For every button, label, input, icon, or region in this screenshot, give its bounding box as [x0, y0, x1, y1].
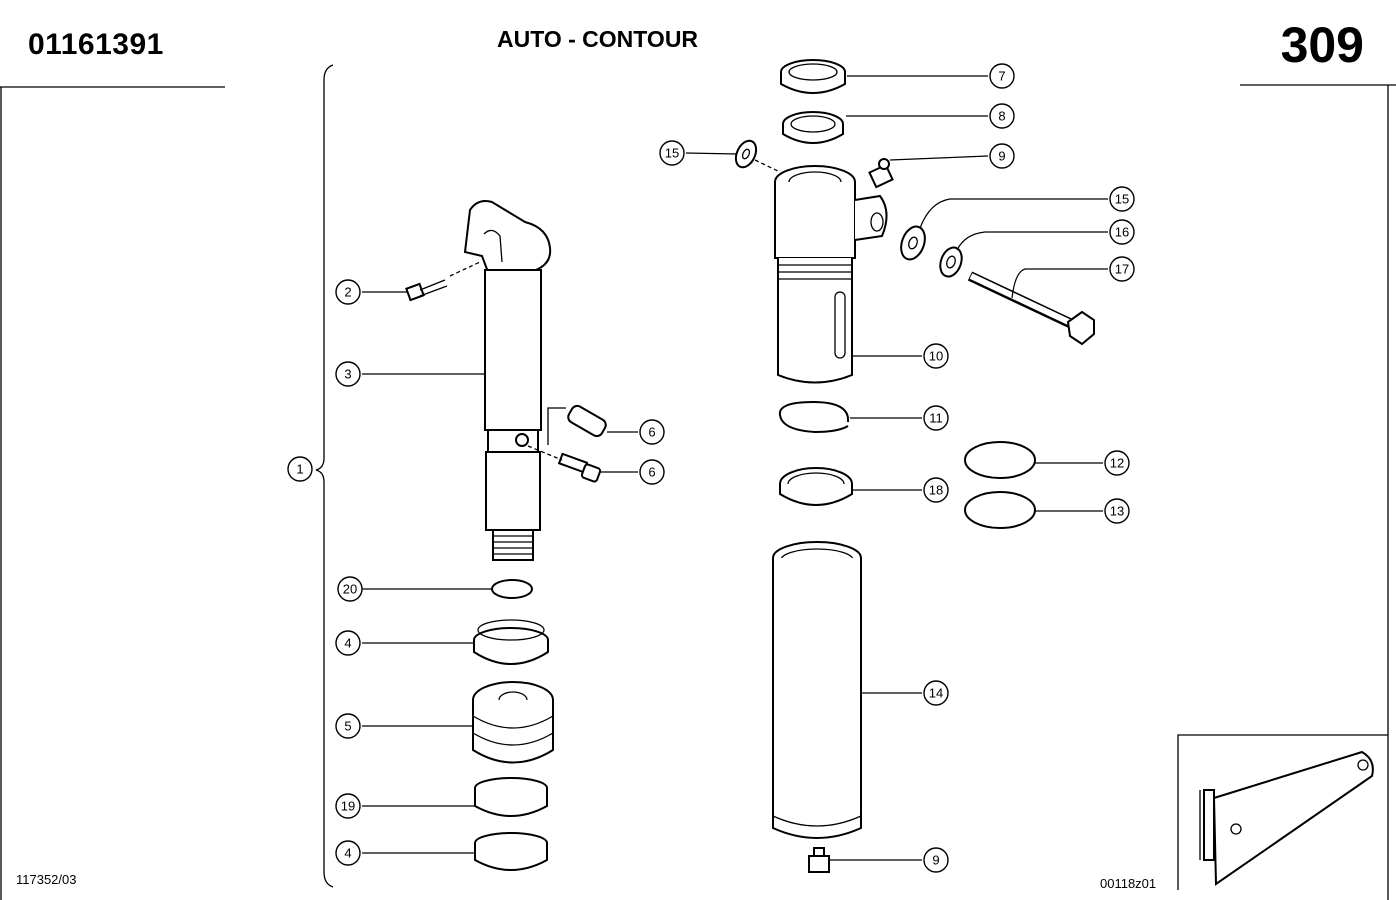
callout-9-bottom: 9	[923, 847, 949, 873]
svg-text:4: 4	[344, 636, 351, 651]
svg-text:20: 20	[343, 582, 357, 597]
callout-19: 19	[335, 793, 361, 819]
callout-11: 11	[923, 405, 949, 431]
page-title: AUTO - CONTOUR	[497, 26, 699, 52]
callout-15-right: 15	[1109, 186, 1135, 212]
ring-item-8	[782, 111, 844, 144]
lock-washer-item-16	[939, 246, 963, 278]
svg-text:12: 12	[1110, 456, 1124, 471]
packing-item-5	[472, 681, 554, 764]
cylinder-tube-item-14	[772, 541, 862, 839]
page-number: 309	[1280, 17, 1364, 73]
svg-text:6: 6	[648, 425, 655, 440]
svg-text:14: 14	[929, 686, 943, 701]
svg-text:10: 10	[929, 349, 943, 364]
nipple-item-9-top	[868, 158, 894, 189]
svg-text:15: 15	[1115, 192, 1129, 207]
svg-text:9: 9	[932, 853, 939, 868]
callout-13: 13	[1104, 498, 1130, 524]
svg-text:8: 8	[998, 109, 1005, 124]
svg-text:1: 1	[296, 462, 303, 477]
drawing-ref-left: 117352/03	[16, 872, 77, 887]
washer-item-15-right	[900, 225, 926, 261]
svg-text:13: 13	[1110, 504, 1124, 519]
screw-item-6	[527, 445, 602, 483]
callout-6-pin: 6	[639, 419, 665, 445]
svg-text:3: 3	[344, 367, 351, 382]
callout-3: 3	[335, 361, 361, 387]
callout-15-top: 15	[659, 140, 685, 166]
callout-14: 14	[923, 680, 949, 706]
ring-item-4-top	[473, 619, 549, 665]
callout-4-bottom: 4	[335, 840, 361, 866]
callout-20: 20	[337, 576, 363, 602]
callout-18: 18	[923, 477, 949, 503]
svg-text:6: 6	[648, 465, 655, 480]
o-ring-item-20	[491, 579, 533, 599]
assembly-brace	[315, 64, 334, 888]
o-ring-item-12	[964, 441, 1036, 479]
ring-item-4-bottom	[474, 832, 548, 871]
svg-text:17: 17	[1115, 262, 1129, 277]
svg-text:4: 4	[344, 846, 351, 861]
washer-item-15-top	[734, 139, 781, 173]
svg-text:15: 15	[665, 146, 679, 161]
screw-item-2	[405, 261, 481, 302]
nipple-item-9-bottom	[808, 847, 830, 873]
callout-8: 8	[989, 103, 1015, 129]
pin-item-6	[547, 404, 607, 445]
piston-rod-assembly	[463, 200, 552, 561]
svg-text:2: 2	[344, 285, 351, 300]
svg-text:9: 9	[998, 149, 1005, 164]
callout-7: 7	[989, 63, 1015, 89]
callout-6-screw: 6	[639, 459, 665, 485]
o-ring-item-13	[964, 491, 1036, 529]
callout-17: 17	[1109, 256, 1135, 282]
cylinder-head-item-10	[774, 165, 888, 384]
callout-1: 1	[287, 456, 313, 482]
part-number: 01161391	[28, 28, 164, 61]
callout-16: 16	[1109, 219, 1135, 245]
page-frame	[0, 84, 1396, 900]
callout-5: 5	[335, 713, 361, 739]
svg-text:16: 16	[1115, 225, 1129, 240]
ring-item-19	[474, 777, 548, 817]
bolt-item-17	[967, 271, 1095, 346]
leader-lines	[362, 75, 1108, 861]
callout-12: 12	[1104, 450, 1130, 476]
svg-text:7: 7	[998, 69, 1005, 84]
callout-2: 2	[335, 279, 361, 305]
svg-text:11: 11	[929, 411, 943, 426]
svg-text:18: 18	[929, 483, 943, 498]
snap-ring-item-11	[778, 400, 850, 434]
svg-text:5: 5	[344, 719, 351, 734]
drawing-ref-right: 00118z01	[1100, 876, 1157, 891]
callout-4-top: 4	[335, 630, 361, 656]
callout-10: 10	[923, 343, 949, 369]
ring-item-18	[779, 467, 853, 506]
svg-text:19: 19	[341, 799, 355, 814]
ring-item-7	[780, 59, 846, 94]
callout-9-top: 9	[989, 143, 1015, 169]
location-inset	[1177, 734, 1388, 890]
